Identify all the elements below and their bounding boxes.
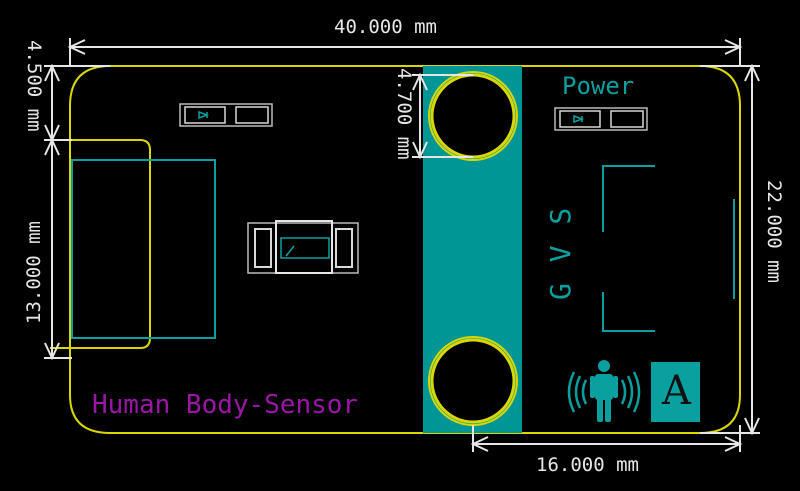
dim-left-offset (44, 63, 110, 143)
connector-outline (50, 139, 151, 349)
dim-top-width (67, 38, 743, 66)
dim-left-height-label: 13.000 mm (23, 221, 45, 324)
human-radiating-icon (590, 360, 618, 422)
dim-right-height (700, 63, 760, 436)
dim-left-offset-label: 4.500 mm (23, 40, 45, 132)
dim-hole-diameter (412, 72, 473, 160)
header-outline (602, 165, 735, 332)
connector-body (71, 159, 216, 339)
mounting-hole-top (428, 71, 518, 161)
mounting-hole-bottom (428, 336, 518, 426)
sensor-name-label: Human Body-Sensor (92, 390, 358, 420)
dim-bottom-width (470, 425, 743, 452)
dim-bottom-width-label: 16.000 mm (536, 454, 639, 476)
dim-right-height-label: 22.000 mm (763, 180, 785, 283)
smd-component-1 (179, 103, 273, 127)
dim-hole-diameter-label: 4.700 mm (393, 68, 415, 160)
grade-badge (651, 362, 700, 422)
signal-waves-icon (567, 371, 641, 413)
power-label: Power (562, 72, 634, 100)
dim-left-height (44, 137, 72, 361)
gvs-label: G V S (544, 206, 577, 300)
smd-component-center (247, 220, 359, 274)
dim-top-width-label: 40.000 mm (334, 16, 437, 38)
grade-badge-letter: A (661, 368, 692, 414)
smd-component-2 (554, 107, 648, 131)
